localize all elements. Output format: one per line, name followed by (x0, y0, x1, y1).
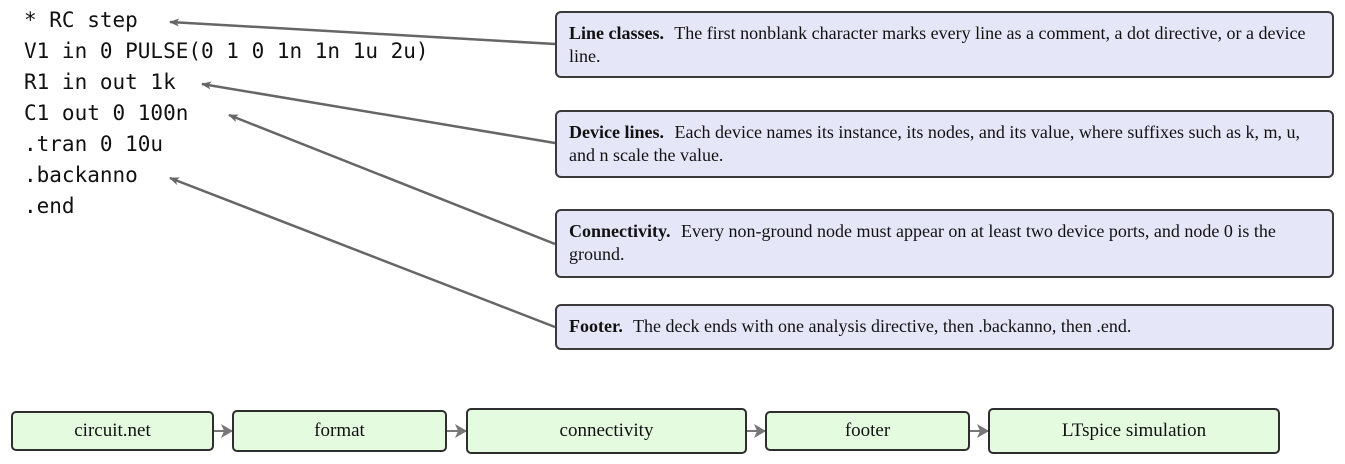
code-line: R1 in out 1k (24, 70, 176, 94)
code-line: * RC step (24, 8, 138, 32)
note-title: Line classes. (569, 23, 665, 43)
flow-step-footer: footer (765, 411, 970, 451)
note-body: Every non-ground node must appear on at … (569, 221, 1276, 264)
flow-step-format: format (232, 410, 447, 452)
note-title: Footer. (569, 316, 623, 336)
code-line: .tran 0 10u (24, 132, 164, 156)
note-title: Device lines. (569, 122, 664, 142)
arrow-line-classes (169, 18, 556, 46)
note-body: The first nonblank character marks every… (569, 23, 1306, 66)
note-body: The deck ends with one analysis directiv… (633, 316, 1132, 336)
code-line: V1 in 0 PULSE(0 1 0 1n 1n 1u 2u) (24, 39, 429, 63)
code-line: .end (24, 194, 75, 218)
arrow-device-lines (201, 81, 556, 145)
code-line: .backanno (24, 163, 138, 187)
note-title: Connectivity. (569, 221, 671, 241)
note-line-classes: Line classes. The first nonblank charact… (555, 11, 1334, 78)
flow-step-circuit-net: circuit.net (11, 411, 214, 451)
note-body: Each device names its instance, its node… (569, 122, 1300, 165)
arrow-footer (169, 176, 556, 329)
note-connectivity: Connectivity. Every non-ground node must… (555, 209, 1334, 278)
note-footer: Footer. The deck ends with one analysis … (555, 304, 1334, 350)
flow-step-connectivity: connectivity (466, 408, 747, 454)
note-device-lines: Device lines. Each device names its inst… (555, 110, 1334, 178)
flow-step-ltspice-simulation: LTspice simulation (988, 408, 1280, 454)
netlist-code: * RC step V1 in 0 PULSE(0 1 0 1n 1n 1u 2u… (24, 5, 429, 222)
code-line: C1 out 0 100n (24, 101, 189, 125)
arrow-connectivity (228, 113, 556, 246)
